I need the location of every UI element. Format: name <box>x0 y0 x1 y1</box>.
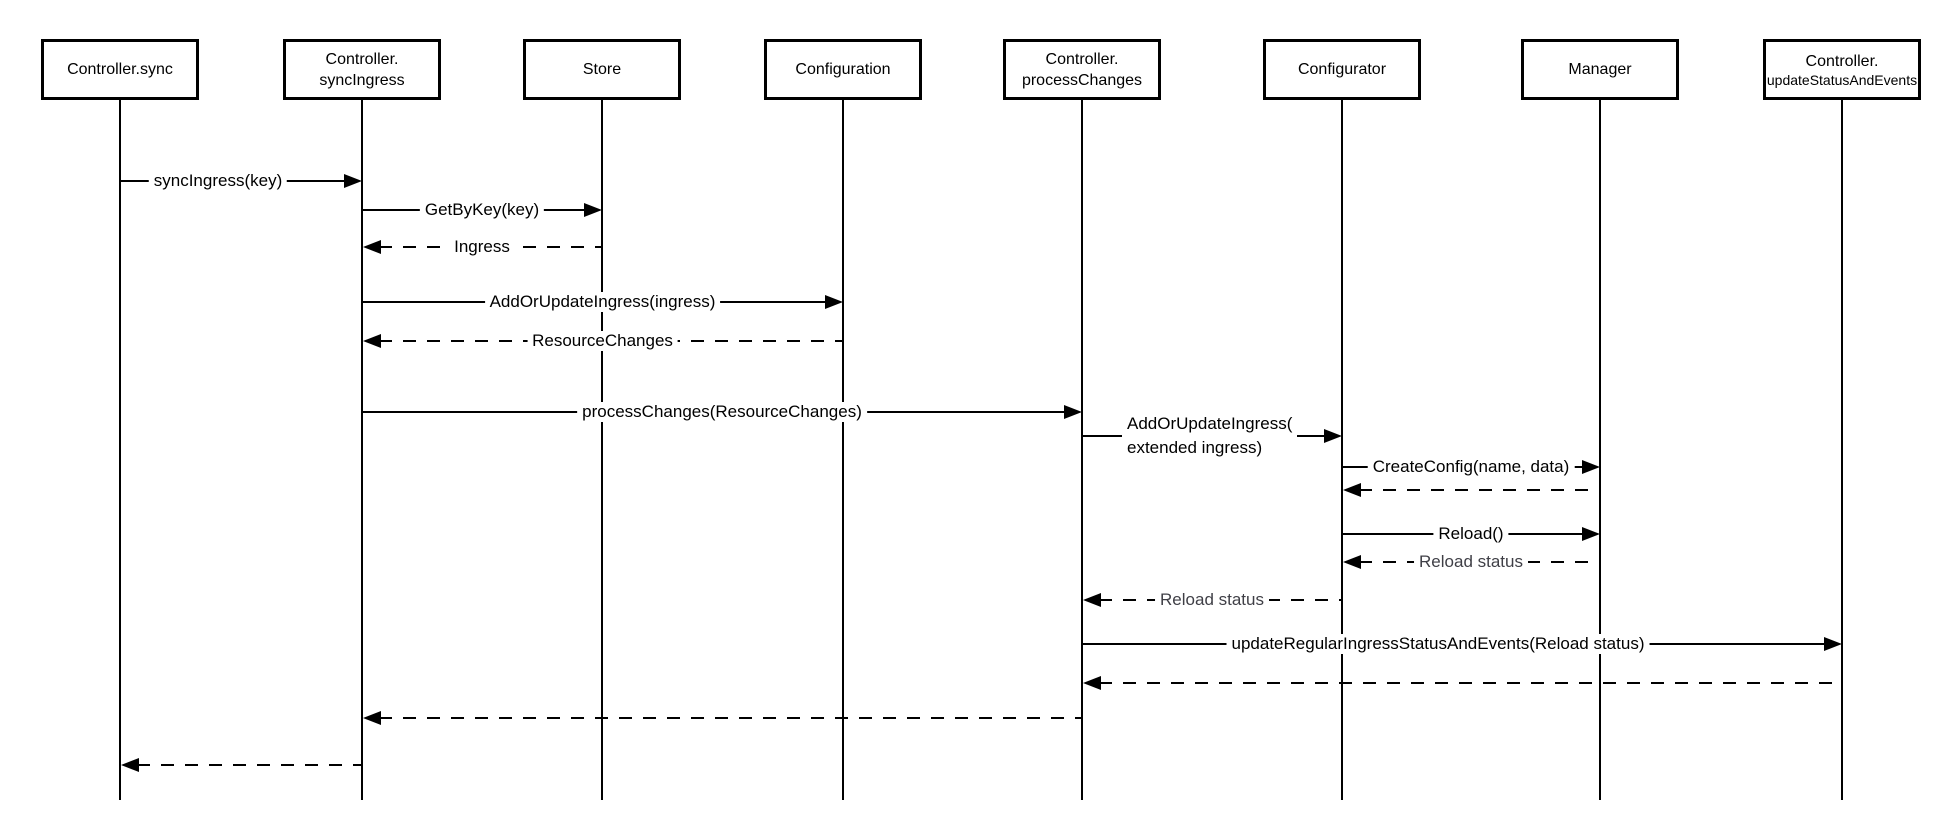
message-label-line: extended ingress) <box>1127 438 1263 457</box>
actor-label: updateStatusAndEvents <box>1766 71 1918 88</box>
actor-label: syncIngress <box>319 71 405 89</box>
message-label: updateRegularIngressStatusAndEvents(Relo… <box>1226 634 1650 654</box>
actor-box-configurator: Configurator <box>1263 39 1421 100</box>
arrowhead-icon <box>1824 637 1842 651</box>
message-label: syncIngress(key) <box>148 171 288 191</box>
message-label: Ingress <box>449 237 515 257</box>
message-label-line: AddOrUpdateIngress( <box>1127 414 1293 433</box>
arrowhead-icon <box>344 174 362 188</box>
lifeline-store <box>601 100 603 800</box>
arrowhead-icon <box>584 203 602 217</box>
arrowhead-icon <box>1083 593 1101 607</box>
actor-label: Configurator <box>1297 61 1387 78</box>
message-line <box>1359 489 1599 491</box>
actor-label: Controller. <box>1805 52 1879 70</box>
actor-label: Configuration <box>795 61 891 78</box>
arrowhead-icon <box>1343 483 1361 497</box>
lifeline-controller-updatestatusandevents <box>1841 100 1843 800</box>
message-label: GetByKey(key) <box>419 200 545 220</box>
message-line <box>137 764 361 766</box>
arrowhead-icon <box>1343 555 1361 569</box>
arrowhead-icon <box>825 295 843 309</box>
lifeline-configurator <box>1341 100 1343 800</box>
actor-box-store: Store <box>523 39 681 100</box>
actor-label: Controller. <box>325 50 399 68</box>
actor-box-controller-processchanges: Controller. processChanges <box>1003 39 1161 100</box>
lifeline-manager <box>1599 100 1601 800</box>
message-label: AddOrUpdateIngress(ingress) <box>484 292 721 312</box>
message-label: processChanges(ResourceChanges) <box>577 402 867 422</box>
lifeline-controller-sync <box>119 100 121 800</box>
lifeline-controller-syncingress <box>361 100 363 800</box>
lifeline-controller-processchanges <box>1081 100 1083 800</box>
actor-label: Controller.sync <box>67 61 173 78</box>
actor-label: Store <box>582 61 622 78</box>
actor-box-controller-updatestatusandevents: Controller.updateStatusAndEvents <box>1763 39 1921 100</box>
arrowhead-icon <box>1064 405 1082 419</box>
arrowhead-icon <box>1582 460 1600 474</box>
lifeline-configuration <box>842 100 844 800</box>
message-line <box>1099 682 1841 684</box>
actor-label: Manager <box>1568 61 1632 78</box>
arrowhead-icon <box>121 758 139 772</box>
message-label: Reload() <box>1433 524 1509 544</box>
actor-box-controller-syncingress: Controller. syncIngress <box>283 39 441 100</box>
actor-label: processChanges <box>1021 71 1143 89</box>
actor-label: Controller. <box>1045 50 1119 68</box>
arrowhead-icon <box>363 711 381 725</box>
arrowhead-icon <box>363 240 381 254</box>
message-label: Reload status <box>1155 590 1269 610</box>
actor-box-controller-sync: Controller.sync <box>41 39 199 100</box>
actor-box-manager: Manager <box>1521 39 1679 100</box>
message-label: ResourceChanges <box>527 331 678 351</box>
message-label: Reload status <box>1414 552 1528 572</box>
arrowhead-icon <box>363 334 381 348</box>
arrowhead-icon <box>1324 429 1342 443</box>
arrowhead-icon <box>1083 676 1101 690</box>
actor-box-configuration: Configuration <box>764 39 922 100</box>
message-line <box>379 717 1081 719</box>
message-label: AddOrUpdateIngress( extended ingress) <box>1122 412 1298 460</box>
arrowhead-icon <box>1582 527 1600 541</box>
message-label: CreateConfig(name, data) <box>1367 457 1575 477</box>
